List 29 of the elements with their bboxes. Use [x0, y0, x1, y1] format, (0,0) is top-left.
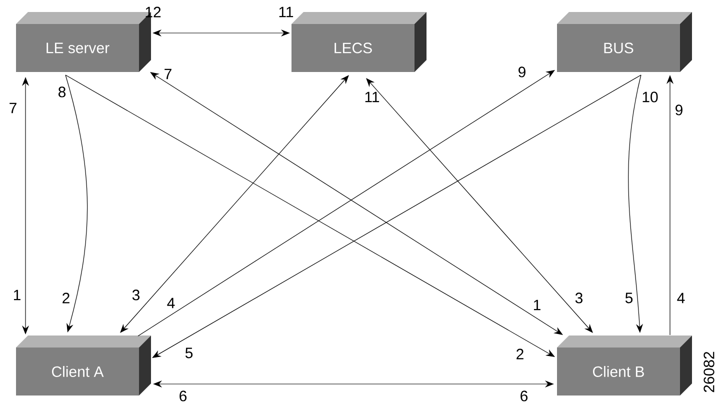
- step-number: 10: [642, 92, 658, 102]
- step-number: 2: [62, 292, 70, 304]
- step-number: 6: [520, 390, 528, 402]
- step-number: 11: [365, 92, 380, 102]
- server-box: Client A: [16, 336, 151, 396]
- step-number: 3: [575, 292, 582, 304]
- step-number: 6: [180, 390, 187, 402]
- arrow: [152, 74, 642, 358]
- server-box: Client B: [557, 336, 692, 396]
- step-number: 1: [14, 290, 20, 300]
- step-number: 7: [164, 68, 172, 80]
- step-number: 2: [516, 348, 524, 360]
- step-number: 9: [518, 66, 526, 78]
- step-number: 3: [132, 290, 140, 300]
- arrow: [120, 75, 349, 333]
- server-box: LECS: [292, 12, 426, 72]
- server-box: BUS: [557, 12, 692, 72]
- step-number: 1: [534, 300, 540, 310]
- step-number: 5: [185, 348, 193, 358]
- step-number: 11: [279, 6, 294, 18]
- step-number: 4: [167, 298, 175, 308]
- figure-number: 26082: [704, 352, 714, 392]
- arrow: [65, 74, 555, 357]
- step-number: 9: [676, 104, 682, 116]
- arrow: [366, 78, 593, 333]
- step-number: 7: [10, 102, 16, 114]
- step-number: 8: [58, 86, 66, 98]
- step-number: 4: [677, 292, 685, 304]
- step-number: 5: [625, 292, 633, 304]
